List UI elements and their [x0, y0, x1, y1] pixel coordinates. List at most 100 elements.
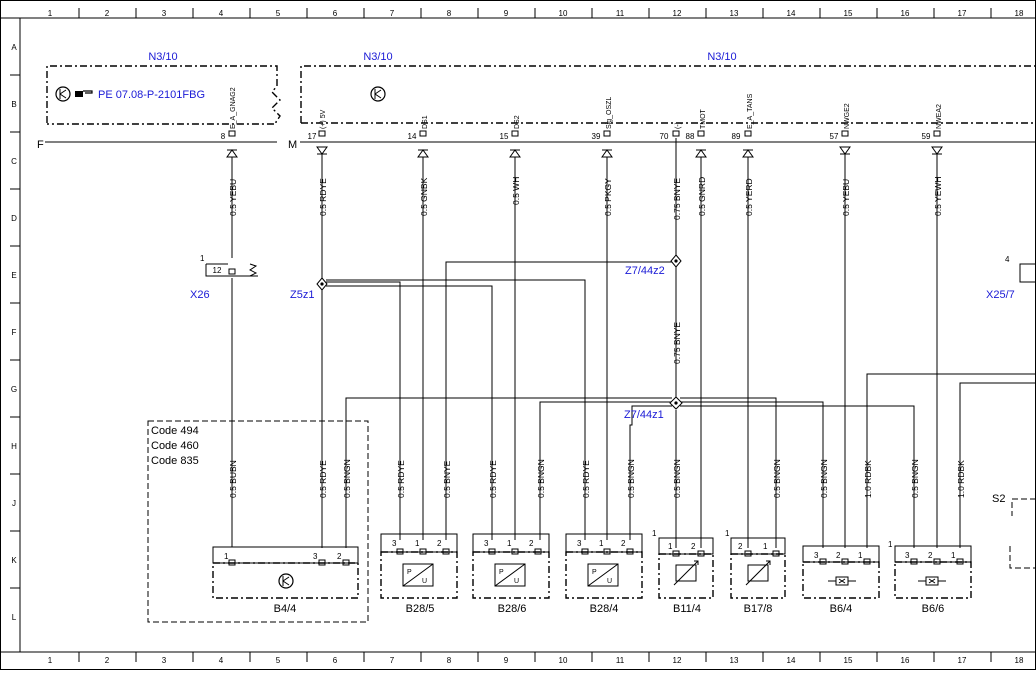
col-label: 10 — [559, 9, 568, 18]
pin-number: 17 — [308, 132, 317, 141]
pin-number: 1 — [858, 551, 863, 560]
col-label: 9 — [504, 656, 509, 665]
wire-label: 0.5 BUBN — [228, 460, 238, 498]
component-b6-4 — [802, 545, 880, 599]
code-line: Code 835 — [151, 455, 199, 467]
row-label: K — [11, 556, 17, 565]
component-b4-4 — [212, 546, 359, 599]
pin-signal: (+) 5V — [320, 109, 327, 129]
col-label: 9 — [504, 9, 509, 18]
column-labels-bottom: 1 2 3 4 5 6 7 8 9 10 11 12 13 14 15 16 1… — [48, 656, 1024, 665]
pin-number: 15 — [500, 132, 509, 141]
col-label: 12 — [673, 9, 682, 18]
wire-label: 0.5 GNRD — [697, 177, 707, 216]
wire-label: 0.5 BNGN — [672, 459, 682, 498]
pressure-sensor-icon — [587, 563, 619, 587]
wire-label: 0.5 BNGN — [626, 459, 636, 498]
pin-number: 59 — [922, 132, 931, 141]
wire-label: 0.75 BNYE — [672, 178, 682, 220]
pin-number: 88 — [686, 132, 695, 141]
pin-number: 57 — [830, 132, 839, 141]
splice-label-z7-44z2: Z7/44z2 — [625, 265, 665, 277]
wire-label: 1.0 RDBK — [956, 460, 966, 498]
component-b28-4 — [565, 533, 643, 599]
pin-number: 2 — [738, 542, 743, 551]
wire-label: 0.5 RDYE — [488, 460, 498, 498]
connector-x25-7 — [1019, 263, 1036, 283]
col-label: 17 — [958, 656, 967, 665]
pin-number: 3 — [905, 551, 910, 560]
col-label: 13 — [730, 9, 739, 18]
pin-14: 14 DS1 — [408, 115, 429, 158]
connector-label-f: F — [37, 139, 44, 151]
connector-label-x25-7: X25/7 — [986, 289, 1015, 301]
pin-signal: (-) — [675, 122, 682, 129]
transistor-icon — [370, 86, 386, 102]
component-label: B6/4 — [830, 603, 853, 615]
pu-label: P — [499, 569, 504, 576]
component-label: B17/8 — [744, 603, 773, 615]
wire-label: 1.0 RDBK — [863, 460, 873, 498]
module-reference-link[interactable]: PE 07.08-P-2101FBG — [98, 89, 205, 101]
pin-signal: E_A_GNAG2 — [230, 87, 237, 129]
col-label: 7 — [390, 9, 395, 18]
col-label: 12 — [673, 656, 682, 665]
row-label: D — [11, 214, 17, 223]
pin-number: 3 — [392, 539, 397, 548]
pu-label: U — [422, 578, 427, 585]
wire-label: 0.5 PKGY — [603, 178, 613, 216]
col-label: 16 — [901, 9, 910, 18]
x25-count: 4 — [1005, 255, 1010, 264]
col-label: 7 — [390, 656, 395, 665]
pin-59: 59 NWEA2 — [922, 104, 943, 155]
pin-signal: NWEA2 — [936, 104, 943, 129]
col-label: 17 — [958, 9, 967, 18]
col-label: 5 — [276, 656, 281, 665]
wire-label-mid: 0.75 BNYE — [672, 322, 682, 364]
wire-label: 0.5 RDYE — [581, 460, 591, 498]
col-label: 8 — [447, 656, 452, 665]
splice-z7-44z2 — [670, 254, 682, 268]
module-title-left: N3/10 — [148, 51, 177, 63]
col-label: 11 — [616, 9, 625, 18]
pin-number: 2 — [691, 542, 696, 551]
wire-label: 0.5 BNGN — [342, 459, 352, 498]
wire-label: 0.5 RDYE — [318, 460, 328, 498]
component-b28-6 — [472, 533, 550, 599]
pin-number: 89 — [732, 132, 741, 141]
temperature-sensor-icon — [675, 564, 697, 582]
component-b28-5 — [380, 533, 458, 599]
wire-label: 0.5 YERD — [744, 178, 754, 216]
pin-15: 15 DS2 — [500, 115, 521, 158]
pin-signal: DS2 — [514, 115, 521, 129]
bottom-wire-labels: 0.5 BUBN 0.5 RDYE 0.5 BNGN 0.5 RDYE 0.5 … — [228, 459, 966, 498]
col-label: 6 — [333, 9, 338, 18]
switch-s2-box — [1009, 498, 1036, 569]
col-label: 13 — [730, 656, 739, 665]
pin-number: 3 — [577, 539, 582, 548]
row-label: C — [11, 157, 17, 166]
transistor-icon — [55, 86, 71, 102]
pu-label: P — [407, 569, 412, 576]
col-label: 3 — [162, 9, 167, 18]
code-box — [147, 420, 369, 623]
pin-57: 57 NWGE2 — [830, 103, 851, 155]
pin-number: 1 — [224, 552, 229, 561]
col-label: 4 — [219, 656, 224, 665]
wire-label: 0.5 RDYE — [396, 460, 406, 498]
pin-number: 3 — [484, 539, 489, 548]
pu-label: U — [607, 578, 612, 585]
wires — [231, 138, 1036, 548]
wire-label: 0.5 BNYE — [442, 460, 452, 498]
pin-17: 17 (+) 5V — [308, 109, 328, 155]
col-label: 11 — [616, 656, 625, 665]
col-label: 8 — [447, 9, 452, 18]
component-count: 1 — [725, 529, 730, 538]
wire-label: 0.5 BNGN — [910, 459, 920, 498]
column-labels-top: 1 2 3 4 5 6 7 8 9 10 11 12 13 14 15 16 1… — [48, 9, 1024, 18]
pu-label: U — [514, 578, 519, 585]
pin-number: 1 — [763, 542, 768, 551]
component-label: B28/4 — [590, 603, 619, 615]
row-label: A — [11, 43, 17, 52]
